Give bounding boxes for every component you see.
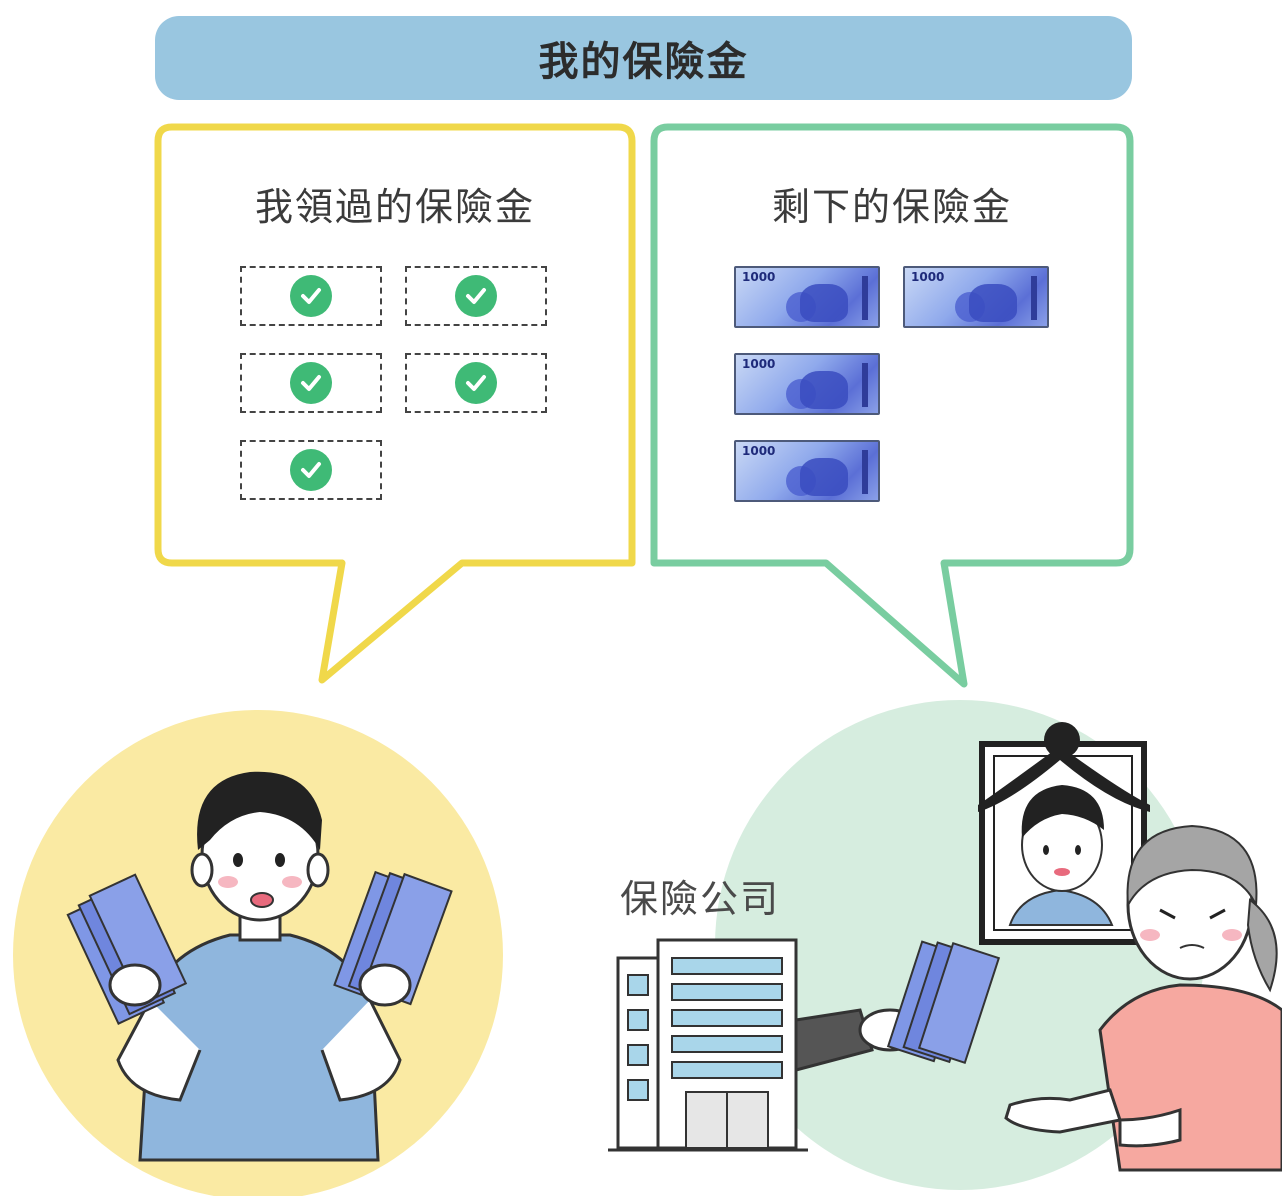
banknote-decoration (862, 450, 868, 494)
memorial-portrait-illustration (978, 722, 1150, 945)
banknote-value: 1000 (742, 357, 776, 371)
insurance-company-label: 保險公司 (620, 877, 781, 921)
banknote-value: 1000 (911, 270, 945, 284)
banknote-1000: 1000 (734, 266, 880, 328)
banknote-decoration (862, 363, 868, 407)
left-speech-bubble (154, 123, 636, 684)
check-circle-icon (290, 362, 332, 404)
collected-payment-slot (405, 266, 547, 326)
insurance-building-illustration (608, 938, 808, 1152)
check-circle-icon (290, 275, 332, 317)
banknote-decoration (862, 276, 868, 320)
collected-payment-slot (240, 266, 382, 326)
banknote-value: 1000 (742, 270, 776, 284)
page-title: 我的保險金 (538, 39, 749, 85)
banknote-decoration (800, 284, 848, 322)
collected-payment-slot (240, 353, 382, 413)
banknote-1000: 1000 (903, 266, 1049, 328)
banknote-decoration (969, 284, 1017, 322)
left-bubble-title: 我領過的保險金 (254, 185, 535, 229)
check-circle-icon (290, 449, 332, 491)
young-man-illustration (66, 771, 453, 1162)
grieving-woman-illustration (1004, 824, 1282, 1172)
collected-payment-slot (240, 440, 382, 500)
check-circle-icon (455, 362, 497, 404)
right-bubble-title: 剩下的保險金 (771, 185, 1012, 229)
banknote-value: 1000 (742, 444, 776, 458)
check-circle-icon (455, 275, 497, 317)
banknote-decoration (800, 371, 848, 409)
banknote-1000: 1000 (734, 440, 880, 502)
banknote-decoration (1031, 276, 1037, 320)
hand-giving-money-illustration (794, 940, 1001, 1072)
title-bar: 我的保險金 (155, 16, 1132, 100)
banknote-decoration (800, 458, 848, 496)
banknote-1000: 1000 (734, 353, 880, 415)
collected-payment-slot (405, 353, 547, 413)
